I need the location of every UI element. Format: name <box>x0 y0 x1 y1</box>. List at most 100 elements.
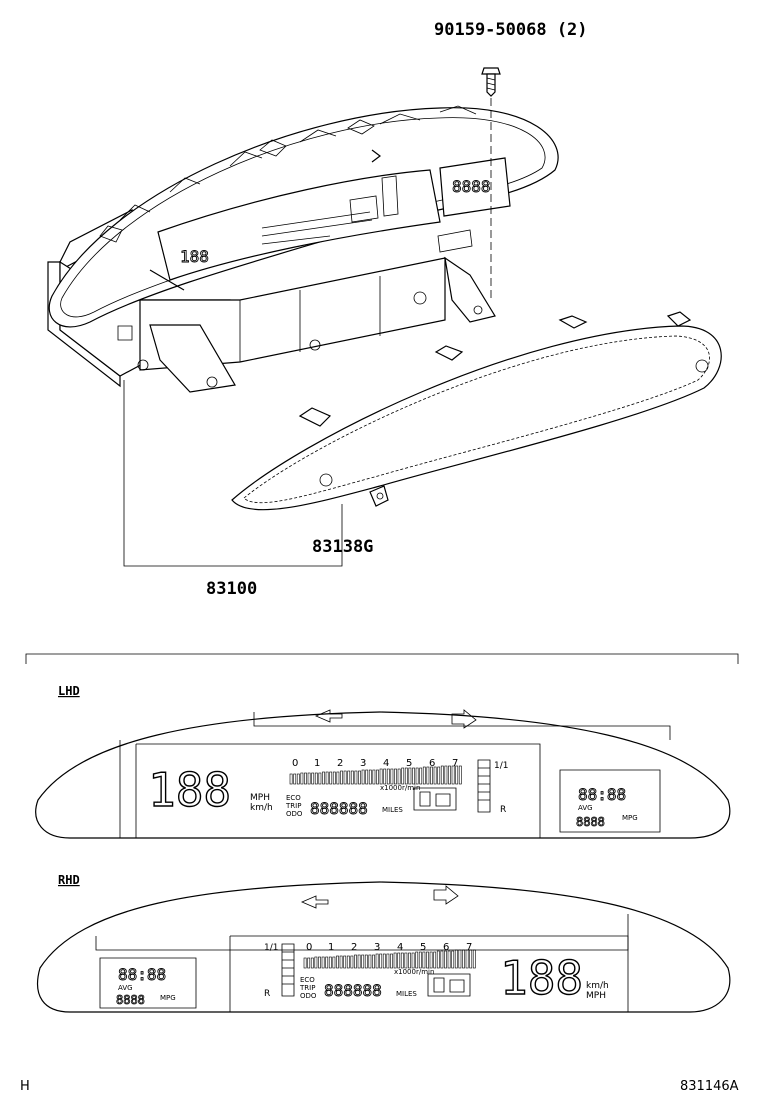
lhd-eco: ECO <box>286 794 301 802</box>
tach-segment <box>307 772 311 785</box>
tach-segment <box>368 769 372 785</box>
lhd-unit-mph: MPH <box>250 793 270 803</box>
section-bracket <box>25 653 739 664</box>
tach-segment <box>415 767 419 785</box>
tach-segment <box>364 954 368 969</box>
lhd-mode-glyph <box>419 791 451 807</box>
lhd-mpg: MPG <box>622 814 638 822</box>
tach-segment <box>447 950 451 969</box>
tach-segment <box>357 954 361 969</box>
rhd-label: RHD <box>58 873 80 887</box>
tach-segment <box>314 956 318 969</box>
tach-segment <box>397 952 401 969</box>
lhd-gear-top: 1/1 <box>494 761 508 771</box>
rhd-rpm-2: 2 <box>351 942 357 953</box>
lhd-small-digits: 8888 <box>576 815 605 829</box>
footer-left: H <box>20 1079 30 1094</box>
tach-segment <box>347 770 351 785</box>
rhd-avg: AVG <box>118 984 133 992</box>
tach-segment <box>412 767 415 785</box>
lhd-mode-icon <box>413 787 457 811</box>
lhd-unit-kmh: km/h <box>250 803 273 813</box>
tach-segment <box>365 769 369 785</box>
label-90159-50068: 90159-50068 (2) <box>434 20 588 40</box>
lhd-panel <box>35 709 731 839</box>
lhd-rpm-4: 4 <box>383 758 389 769</box>
tach-segment <box>332 956 336 969</box>
tach-segment <box>310 957 314 969</box>
tach-segment <box>318 956 321 969</box>
lens-part <box>231 311 722 511</box>
tach-segment <box>422 951 426 969</box>
rhd-mode-glyph <box>433 977 465 993</box>
lhd-rpm-1: 1 <box>314 758 320 769</box>
tach-segment <box>343 955 347 969</box>
lhd-rpm-3: 3 <box>360 758 366 769</box>
tach-segment <box>325 956 329 969</box>
assembly-speed-digits: 188 <box>180 247 209 266</box>
tach-segment <box>430 766 433 785</box>
tach-segment <box>343 770 347 785</box>
tach-segment <box>386 953 390 969</box>
tach-segment <box>329 771 333 785</box>
tach-segment <box>472 949 476 969</box>
tach-segment <box>361 769 365 785</box>
tach-segment <box>401 767 405 785</box>
tach-segment <box>358 770 361 785</box>
rhd-odometer: 888888 <box>324 981 382 1000</box>
tach-segment <box>437 766 441 785</box>
assembly-clock: 8888 <box>452 177 491 196</box>
tach-segment <box>322 771 325 785</box>
tach-segment <box>418 951 422 969</box>
tach-segment <box>350 955 354 969</box>
callouts <box>123 380 343 567</box>
lhd-rpm-ticks: 0 1 2 3 4 5 6 7 <box>292 758 458 769</box>
tach-segment <box>340 770 343 785</box>
tach-segment <box>386 768 390 785</box>
tach-segment <box>415 951 419 969</box>
lhd-rpm-6: 6 <box>429 758 435 769</box>
lhd-tach-bars <box>289 765 462 785</box>
tach-segment <box>332 771 336 785</box>
tach-segment <box>458 949 462 969</box>
tach-segment <box>408 952 411 969</box>
tach-segment <box>436 950 440 969</box>
tach-segment <box>311 772 315 785</box>
tach-segment <box>426 766 430 785</box>
rhd-mode-icon <box>427 973 471 997</box>
tach-segment <box>390 953 393 969</box>
rhd-rpm-3: 3 <box>374 942 380 953</box>
rhd-rpm-4: 4 <box>397 942 403 953</box>
tach-segment <box>448 765 451 785</box>
lhd-speed-digits: 188 <box>148 763 231 817</box>
rhd-rpm-1: 1 <box>328 942 334 953</box>
lhd-trip: TRIP <box>285 802 301 810</box>
tach-segment <box>361 954 365 969</box>
rhd-gear-r: R <box>264 989 270 999</box>
tach-segment <box>350 770 354 785</box>
rhd-rpm-6: 6 <box>443 942 449 953</box>
tach-segment <box>318 772 322 785</box>
lhd-label: LHD <box>58 684 80 698</box>
tach-segment <box>422 766 426 785</box>
tach-segment <box>393 952 397 969</box>
rhd-gear-bar <box>281 943 295 997</box>
rhd-rpm-unit: x1000r/min <box>394 968 434 976</box>
tach-segment <box>426 951 429 969</box>
lhd-rpm-7: 7 <box>452 758 458 769</box>
tach-segment <box>339 955 343 969</box>
lhd-gear-r: R <box>500 805 506 815</box>
tach-segment <box>433 766 437 785</box>
rhd-rpm-ticks: 0 1 2 3 4 5 6 7 <box>306 942 472 953</box>
rhd-unit-kmh: km/h <box>586 981 609 991</box>
rhd-small-digits: 8888 <box>116 993 145 1007</box>
rhd-rpm-7: 7 <box>466 942 472 953</box>
lhd-gear-bar <box>477 759 491 813</box>
tach-segment <box>444 950 447 969</box>
rhd-miles: MILES <box>396 990 417 998</box>
lhd-avg: AVG <box>578 804 593 812</box>
tach-segment <box>382 953 386 969</box>
tach-segment <box>289 773 293 785</box>
tach-segment <box>372 769 376 785</box>
tach-segment <box>429 951 433 969</box>
